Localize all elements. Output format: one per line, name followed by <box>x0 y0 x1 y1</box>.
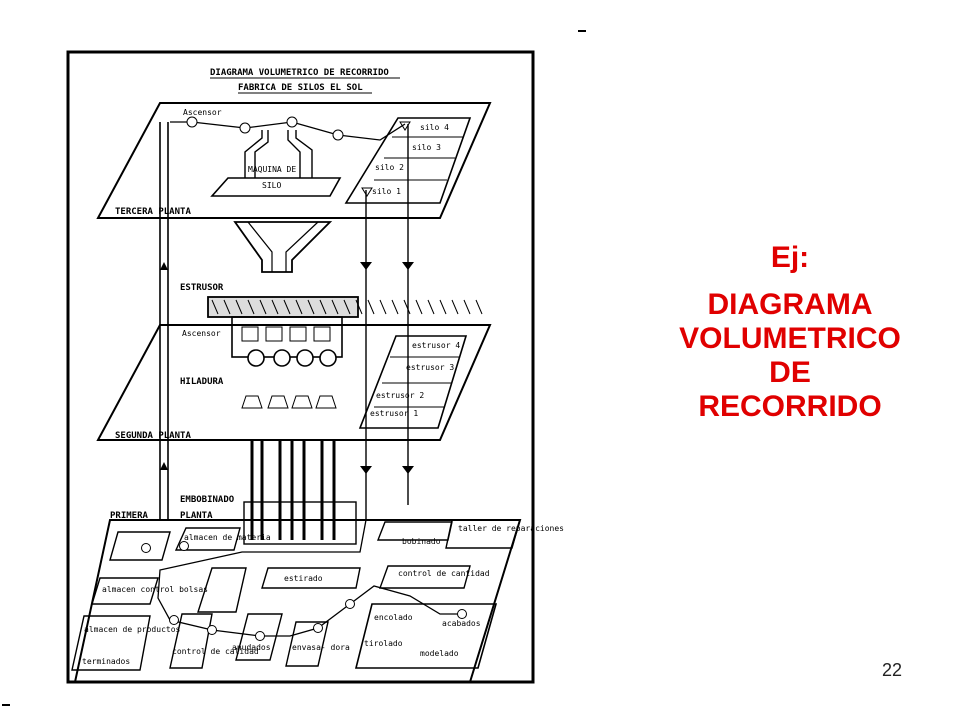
silo2-label: silo 2 <box>375 163 404 172</box>
scan-mark-top <box>578 30 586 32</box>
hiladura-label: HILADURA <box>180 377 224 387</box>
extruders-block <box>358 335 468 429</box>
scan-mark-bottom-left <box>2 704 10 706</box>
third-floor-plane <box>96 102 492 219</box>
embobinado-label: EMBOBINADO <box>180 495 235 505</box>
slide-title-line-2: VOLUMETRICO <box>679 322 901 355</box>
anudados-label: anudados <box>232 643 271 652</box>
silos-block <box>344 117 472 204</box>
first-floor-plane <box>73 519 522 683</box>
example-label: Ej: <box>770 241 810 274</box>
diagram-heading-1: DIAGRAMA VOLUMETRICO DE RECORRIDO <box>210 68 389 78</box>
taller-label: taller de reparaciones <box>458 524 564 533</box>
estrusor4-label: estrusor 4 <box>412 341 460 350</box>
almacen-productos-label: almacen de productos <box>84 625 181 634</box>
estrusor-label: ESTRUSOR <box>180 283 224 293</box>
slide-title-line-1: DIAGRAMA <box>707 288 873 321</box>
acabado-label: acabados <box>442 619 481 628</box>
first-floor-label-b: PLANTA <box>180 511 213 521</box>
third-floor-label: TERCERA PLANTA <box>115 207 191 217</box>
embobinado-box <box>243 501 357 545</box>
second-floor-plane <box>96 324 492 441</box>
silo-machine <box>210 177 342 197</box>
silo4-label: silo 4 <box>420 123 449 132</box>
estrusor2-label: estrusor 2 <box>376 391 424 400</box>
silo3-label: silo 3 <box>412 143 441 152</box>
slide-title-line-4: RECORRIDO <box>698 390 882 423</box>
maquina-label: MAQUINA DE <box>248 165 296 174</box>
silo1-label: silo 1 <box>372 187 401 196</box>
encolado-label: encolado <box>374 613 413 622</box>
estrusor1-label: estrusor 1 <box>370 409 418 418</box>
terminados-label: terminados <box>82 657 130 666</box>
control-cantidad-label: control de cantidad <box>398 569 490 578</box>
estirado-label: estirado <box>284 574 323 583</box>
almacen-bolsas-label: almacen control bolsas <box>102 585 208 594</box>
diagram-heading-2: FABRICA DE SILOS EL SOL <box>238 83 363 93</box>
tirolado-label: tirolado <box>364 639 403 648</box>
control-calidad-label: control de calidad <box>172 647 259 656</box>
page-number: 22 <box>882 660 903 680</box>
bobinado-label: bobinado <box>402 537 441 546</box>
silo-word-label: SILO <box>262 181 281 190</box>
modelado-label: modelado <box>420 649 459 658</box>
first-floor-label-a: PRIMERA <box>110 511 149 521</box>
estrusor3-label: estrusor 3 <box>406 363 454 372</box>
ascensor-mid-label: Ascensor <box>182 329 221 338</box>
slide-title-line-3: DE <box>769 356 811 389</box>
envasado-label: envasa- dora <box>292 643 350 652</box>
second-floor-label: SEGUNDA PLANTA <box>115 431 191 441</box>
slide-title-block: Ej: DIAGRAMA VOLUMETRICO DE RECORRIDO <box>640 240 940 424</box>
ascensor-top-label: Ascensor <box>183 108 222 117</box>
almacen-materia-label: almacen de materia <box>184 533 271 542</box>
